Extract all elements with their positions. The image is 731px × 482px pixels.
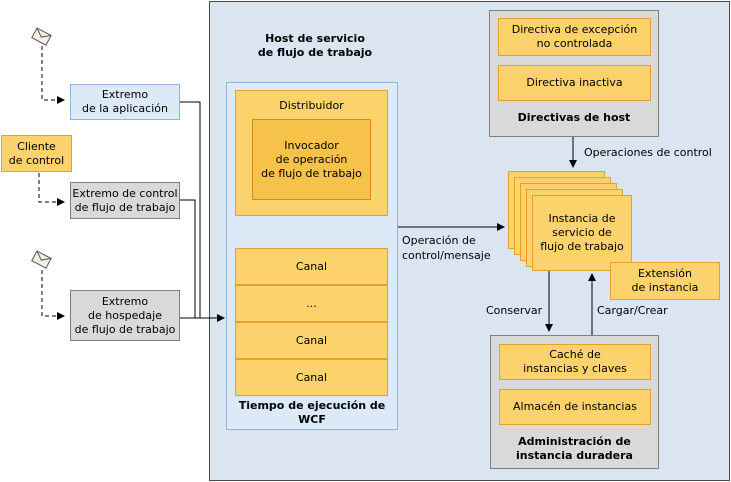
envelope-icon bbox=[31, 27, 52, 46]
workflow-control-endpoint: Extremo de control de flujo de trabajo bbox=[70, 182, 180, 219]
control-operations-label: Operaciones de control bbox=[584, 146, 712, 159]
instance-extension: Extensión de instancia bbox=[610, 262, 720, 300]
host-policies-caption: Directivas de host bbox=[517, 111, 631, 124]
endpoint-line bbox=[180, 101, 201, 318]
durable-caption: Administración de instancia duradera bbox=[516, 435, 633, 462]
dashed-arrow bbox=[41, 270, 65, 320]
dispatcher-label: Distribuidor bbox=[279, 99, 344, 112]
channel-ellipsis: ... bbox=[235, 285, 388, 322]
unhandled-exception-policy: Directiva de excepción no controlada bbox=[498, 18, 651, 56]
operation-message-label: Operación de control/mensaje bbox=[402, 234, 491, 262]
channel: Canal bbox=[235, 322, 388, 359]
dashed-arrow bbox=[41, 46, 65, 104]
channel: Canal bbox=[235, 359, 388, 396]
application-endpoint: Extremo de la aplicación bbox=[70, 84, 180, 120]
envelope-icon bbox=[31, 250, 52, 269]
control-client: Cliente de control bbox=[1, 135, 72, 172]
persist-label: Conservar bbox=[486, 304, 543, 317]
idle-policy: Directiva inactiva bbox=[498, 65, 651, 101]
operation-invoker: Invocador de operación de flujo de traba… bbox=[252, 119, 371, 200]
dashed-arrow bbox=[38, 173, 65, 206]
workflow-service-instance: Instancia de servicio de flujo de trabaj… bbox=[532, 195, 632, 271]
channel: Canal bbox=[235, 248, 388, 285]
endpoint-line bbox=[180, 199, 196, 318]
instance-key-cache: Caché de instancias y claves bbox=[499, 344, 651, 380]
load-create-label: Cargar/Crear bbox=[597, 304, 668, 317]
host-title: Host de servicio de flujo de trabajo bbox=[257, 32, 373, 59]
workflow-hosting-endpoint: Extremo de hospedaje de flujo de trabajo bbox=[70, 290, 180, 341]
instance-store: Almacén de instancias bbox=[499, 389, 651, 425]
